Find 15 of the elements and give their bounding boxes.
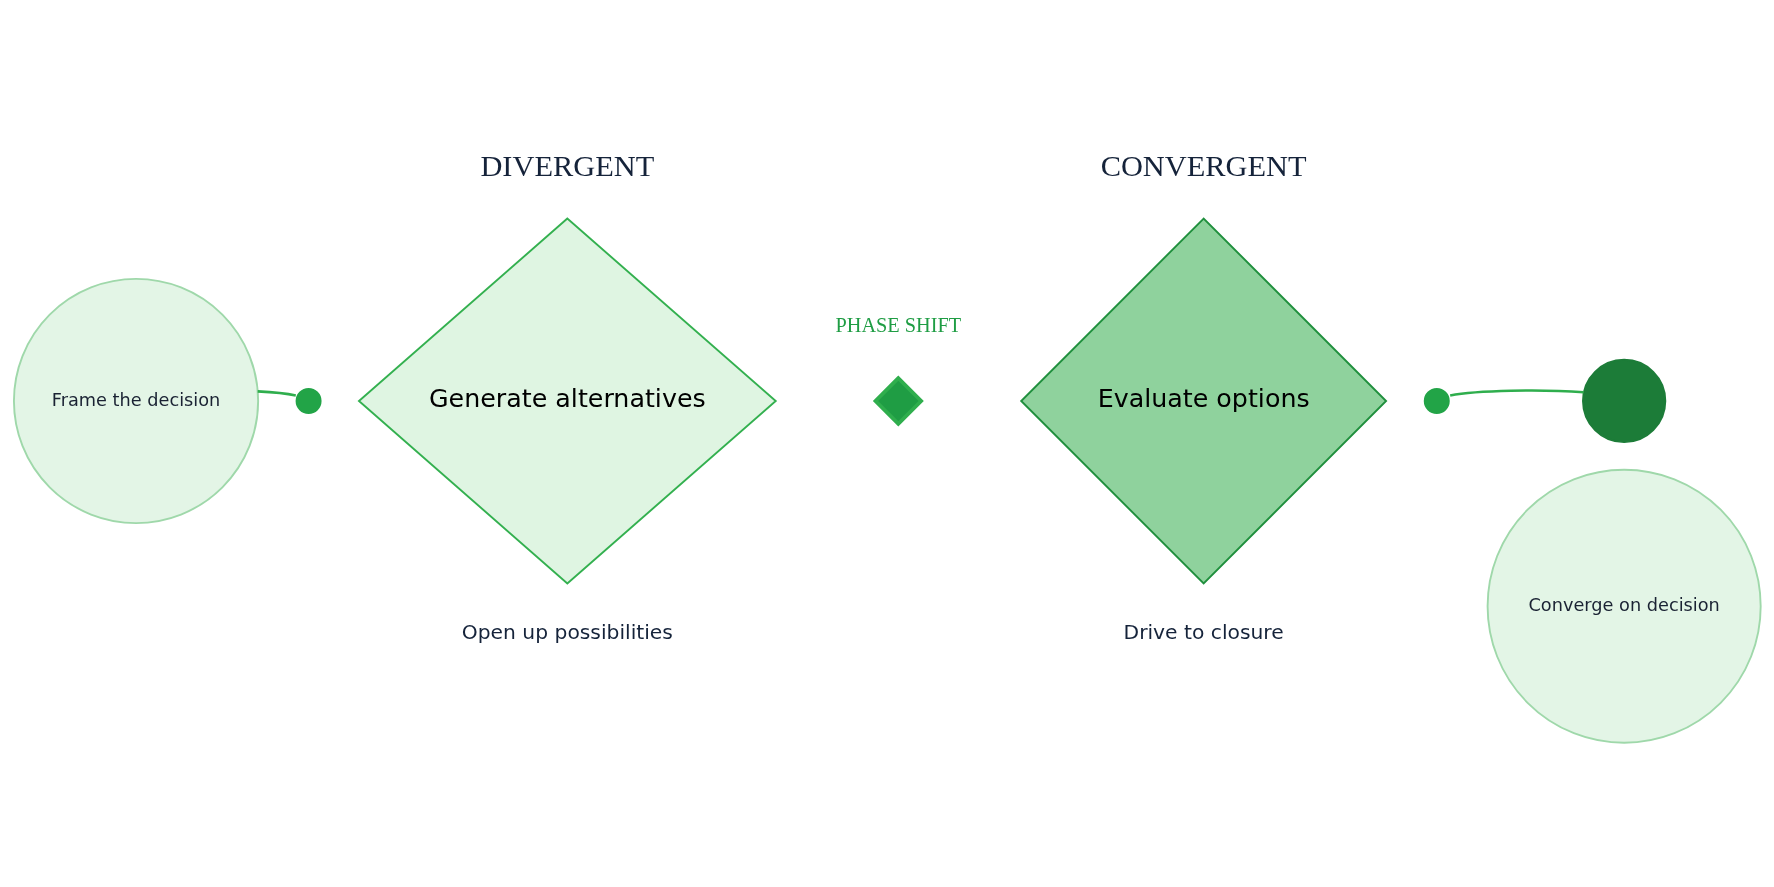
node-circle: Converge on decision [1486, 468, 1762, 744]
node-label: Drive to closure [1123, 619, 1284, 644]
node-diamond [872, 375, 924, 426]
node-circle [1421, 385, 1452, 416]
node-circle [1581, 358, 1666, 443]
connector [1449, 388, 1584, 397]
label: DIVERGENT [479, 148, 654, 183]
node-label: PHASE SHIFT [835, 313, 961, 336]
node-label: Open up possibilities [461, 619, 673, 644]
node-diamond: Evaluate options [1019, 216, 1387, 585]
node-circle: Frame the decision [12, 277, 259, 524]
label: CONVERGENT [1100, 148, 1307, 183]
node-circle [293, 385, 323, 416]
connector [257, 389, 296, 397]
node-diamond: Generate alternatives [357, 216, 777, 585]
